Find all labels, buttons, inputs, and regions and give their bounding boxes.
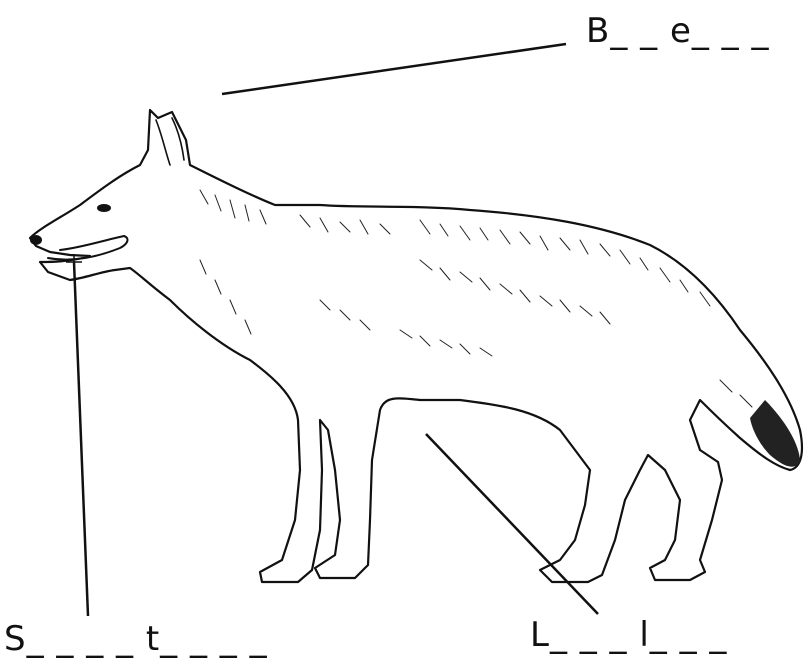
pointer-line-bottom-right (426, 434, 598, 614)
wolf-eye (97, 204, 111, 212)
label-top: B_ _ e_ _ _ (586, 14, 769, 48)
pointer-line-bottom-left (74, 262, 88, 616)
wolf-drawing (30, 110, 802, 582)
pointer-line-top (222, 44, 566, 94)
label-bottom-right: L_ _ _ l_ _ _ (530, 618, 727, 652)
wolf-head-outline (30, 110, 802, 582)
fur-hatching (200, 190, 795, 458)
wolf-nose (30, 235, 42, 245)
wolf-ear (156, 118, 184, 165)
label-bottom-left: S_ _ _ _ t_ _ _ _ (4, 622, 268, 656)
